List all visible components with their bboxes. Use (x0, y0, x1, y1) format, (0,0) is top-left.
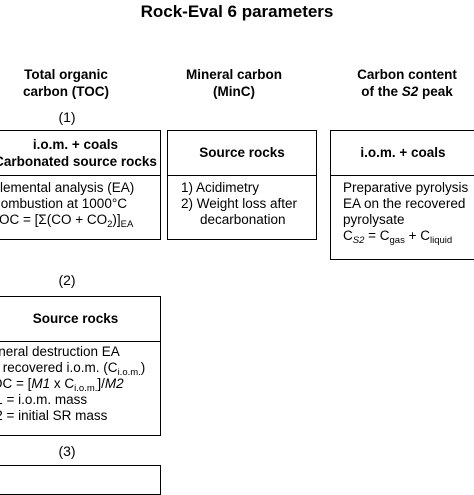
box-toc-carbonated-header-line2: Carbonated source rocks (0, 154, 157, 169)
s2-formula-sub-s2-text: S2 (352, 235, 365, 246)
box-s2-formula: CS2 = Cgas + Cliquid (343, 228, 468, 246)
number-3: (3) (58, 443, 76, 459)
column-heading-minc-line2: (MinC) (213, 84, 255, 99)
box-toc-source-rocks-body: Mineral destruction EA on recovered i.o.… (0, 344, 145, 424)
number-2: (2) (58, 272, 76, 288)
box-toc-source-rocks-line1: Mineral destruction EA (0, 344, 120, 359)
column-heading-s2-line1: Carbon content (357, 67, 457, 82)
box-toc-source-rocks-line4: M1 = i.o.m. mass (0, 392, 88, 407)
column-heading-s2-prefix: of the (361, 84, 402, 99)
box-minc-body: 1) Acidimetry 2) Weight loss after decar… (181, 180, 297, 228)
box-toc-carbonated-header: i.o.m. + coals Carbonated source rocks (0, 131, 160, 176)
s2-formula-sub-liquid: liquid (429, 235, 453, 246)
box-s2-body: Preparative pyrolysis EA on the recovere… (343, 180, 469, 246)
s2-formula-sub-gas: gas (389, 235, 405, 246)
box-toc-carbonated-header-line1: i.o.m. + coals (32, 137, 119, 152)
box-minc: Source rocks (167, 130, 317, 240)
toc-formula-prefix: TOC = [Σ(CO + CO (0, 212, 108, 227)
column-heading-toc: Total organic carbon (TOC) (0, 66, 146, 100)
s2-formula-c: C (343, 228, 353, 243)
toc2-formula-mid: x C (50, 376, 75, 391)
column-heading-s2-italic: S2 (401, 84, 419, 99)
column-heading-minc: Mineral carbon (MinC) (154, 66, 314, 100)
box-s2-header: i.o.m. + coals (331, 131, 474, 176)
box-toc-carbonated-body: Elemental analysis (EA) Combustion at 10… (0, 180, 135, 230)
toc2-formula-prefix: TOC = [ (0, 376, 32, 391)
toc2-line2-sub: i.o.m. (117, 367, 141, 378)
toc2-formula-m2: M2 (104, 376, 124, 391)
box-toc-source-rocks-header: Source rocks (0, 297, 160, 342)
column-heading-s2-suffix: peak (418, 84, 453, 99)
column-heading-toc-line2: carbon (TOC) (22, 84, 109, 99)
toc2-line2-suffix: ) (140, 360, 146, 375)
box-s2-line3: pyrolysate (343, 212, 405, 227)
toc2-formula-mid2: ]/ (97, 376, 105, 391)
box-minc-line1: 1) Acidimetry (181, 180, 260, 195)
box-toc-carbonated-formula: TOC = [Σ(CO + CO2)]EA (0, 212, 134, 230)
box-toc-carbonated-line1: Elemental analysis (EA) (0, 180, 135, 195)
s2-formula-plus: + C (404, 228, 430, 243)
toc-formula-sub-2: 2 (107, 219, 113, 230)
box-toc-source-rocks-line2: on recovered i.o.m. (Ci.o.m.) (0, 360, 146, 378)
box-minc-line3: decarbonation (200, 212, 286, 227)
s2-formula-mid: = C (364, 228, 390, 243)
toc2-line2-prefix: on recovered i.o.m. (C (0, 360, 118, 375)
toc-formula-suffix: )] (112, 212, 121, 227)
column-heading-toc-line1: Total organic (24, 67, 108, 82)
box-toc-source-rocks-formula: TOC = [M1 x Ci.o.m.]/M2 (0, 376, 145, 394)
number-1: (1) (58, 109, 76, 125)
box-toc-carbonated: i.o.m. + coals Carbonated source rocks (0, 130, 161, 240)
box-toc-carbonated-line2: Combustion at 1000°C (0, 196, 127, 211)
toc2-formula-m1: M1 (31, 376, 51, 391)
column-heading-minc-line1: Mineral carbon (185, 67, 283, 82)
box-minc-header: Source rocks (168, 131, 316, 176)
box-minc-line2: 2) Weight loss after (181, 196, 298, 211)
box-toc-source-rocks: Source rocks (0, 296, 161, 436)
box-s2: i.o.m. + coals (330, 130, 474, 260)
diagram-title: Rock-Eval 6 parameters (140, 2, 334, 21)
column-heading-s2: Carbon content of the S2 peak (327, 66, 474, 100)
box-s2-line2: EA on the recovered (343, 196, 466, 211)
box-3-partial (0, 465, 161, 495)
toc2-formula-sub: i.o.m. (74, 383, 98, 394)
column-heading-s2-line2: of the S2 peak (327, 83, 474, 100)
toc-formula-sub-ea: EA (120, 219, 134, 230)
box-s2-line1: Preparative pyrolysis (343, 180, 469, 195)
s2-formula-sub-s2: S2 (353, 235, 365, 246)
box-toc-source-rocks-line5: M2 = initial SR mass (0, 408, 108, 423)
